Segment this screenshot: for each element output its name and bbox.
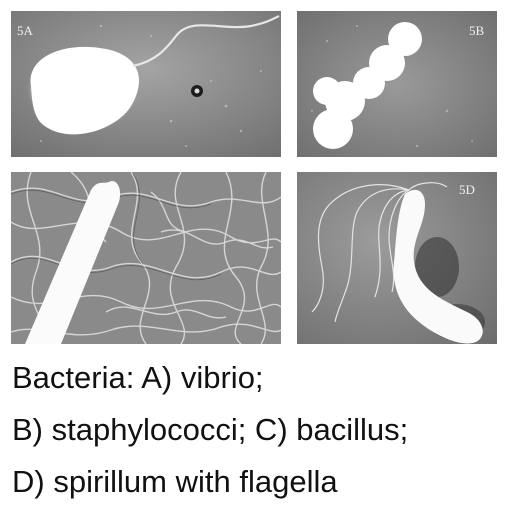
flagellum — [132, 15, 280, 68]
caption-line-2: B) staphylococci; C) bacillus; — [12, 412, 409, 447]
vibrio-cell — [30, 46, 139, 135]
panel-label-a: 5A — [17, 23, 34, 38]
staphylococci-image: 5B — [297, 11, 497, 157]
spirillum-cell — [393, 189, 483, 344]
micrograph-spirillum: 5D — [297, 172, 497, 344]
caption-line-3: D) spirillum with flagella — [12, 464, 338, 499]
caption-line-1: Bacteria: A) vibrio; — [12, 360, 264, 395]
spirillum-image: 5D — [297, 172, 497, 344]
bacillus-cell — [25, 180, 121, 344]
bacillus-image — [11, 172, 281, 344]
flagella — [311, 182, 448, 323]
vibrio-image: 5A — [11, 11, 281, 157]
panel-label-b: 5B — [469, 23, 485, 38]
filament-mesh — [11, 172, 281, 344]
micrograph-bacillus — [11, 172, 281, 344]
micrograph-vibrio: 5A — [11, 11, 281, 157]
micrograph-staphylococci: 5B — [297, 11, 497, 157]
cocci-cluster — [313, 22, 422, 149]
panel-label-d: 5D — [459, 182, 475, 197]
